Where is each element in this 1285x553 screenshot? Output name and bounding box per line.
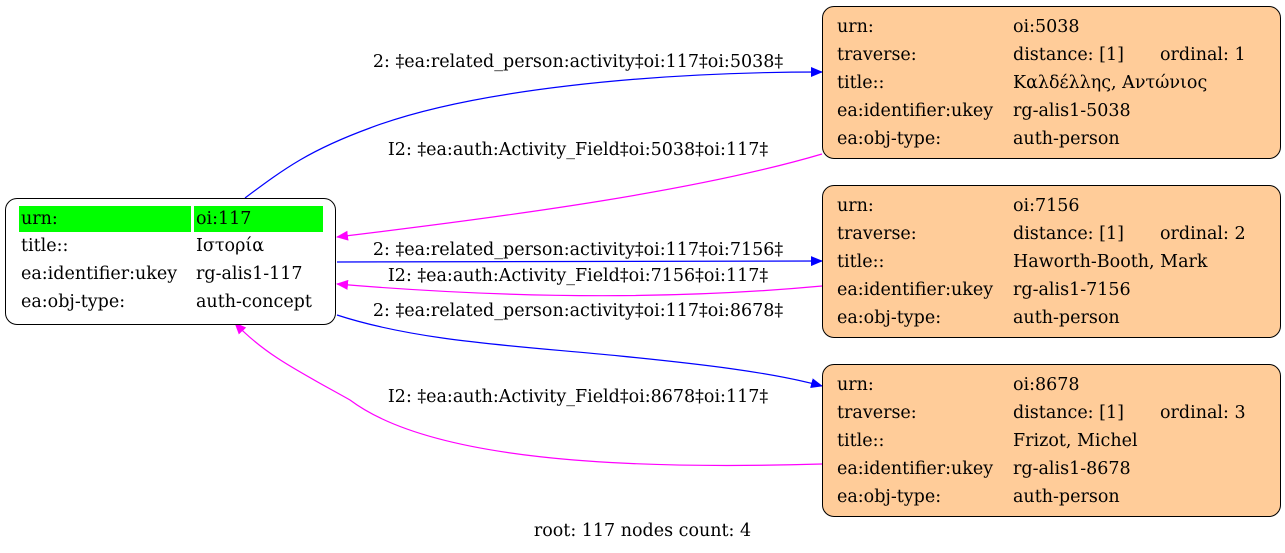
root-title-value: Ιστορία [196,236,265,256]
child-row-traverse: traverse: distance: [1] ordinal: 1 [823,42,1280,68]
child-distance: distance: [1] [1013,224,1124,244]
child-node-8678[interactable]: urn: oi:8678 traverse: distance: [1] ord… [822,364,1281,517]
root-ukey-value: rg-alis1-117 [196,264,303,284]
root-ukey-key: ea:identifier:ukey [21,264,178,284]
child-row-title: title:: Καλδέλλης, Αντώνιος [823,70,1280,96]
root-row-urn: urn: oi:117 [6,206,335,232]
child-title-value: Haworth-Booth, Mark [1013,252,1208,272]
child-row-traverse: traverse: distance: [1] ordinal: 3 [823,400,1280,426]
child-traverse-key: traverse: [837,403,917,423]
child-row-ukey: ea:identifier:ukey rg-alis1-8678 [823,456,1280,482]
edge-from-7156 [336,279,823,297]
child-urn-key: urn: [837,375,874,395]
child-urn-value: oi:5038 [1013,17,1080,37]
child-urn-value: oi:7156 [1013,196,1080,216]
child-traverse-key: traverse: [837,45,917,65]
child-ukey-value: rg-alis1-8678 [1013,459,1131,479]
child-row-type: ea:obj-type: auth-person [823,305,1280,331]
edge-to-7156 [336,256,823,267]
child-ukey-key: ea:identifier:ukey [837,459,994,479]
child-ordinal: ordinal: 2 [1160,224,1246,244]
child-row-ukey: ea:identifier:ukey rg-alis1-5038 [823,98,1280,124]
child-distance: distance: [1] [1013,403,1124,423]
child-type-key: ea:obj-type: [837,487,942,507]
edge-to-5038 [244,67,823,199]
child-row-type: ea:obj-type: auth-person [823,126,1280,152]
child-ordinal: ordinal: 3 [1160,403,1246,423]
edge-label-to-5038: 2: ‡ea:related_person:activity‡oi:117‡oi… [373,52,783,72]
child-ukey-value: rg-alis1-7156 [1013,280,1131,300]
child-ukey-key: ea:identifier:ukey [837,101,994,121]
edge-to-8678 [336,314,823,388]
edge-from-5038 [336,153,823,241]
root-row-title: title:: Ιστορία [6,233,335,259]
edge-label-from-5038: I2: ‡ea:auth:Activity_Field‡oi:5038‡oi:1… [388,140,768,160]
child-node-7156[interactable]: urn: oi:7156 traverse: distance: [1] ord… [822,185,1281,338]
edge-label-from-8678: I2: ‡ea:auth:Activity_Field‡oi:8678‡oi:1… [388,387,768,407]
root-row-type: ea:obj-type: auth-concept [6,289,335,315]
child-type-key: ea:obj-type: [837,308,942,328]
child-title-value: Frizot, Michel [1013,431,1138,451]
child-title-key: title:: [837,73,885,93]
child-row-ukey: ea:identifier:ukey rg-alis1-7156 [823,277,1280,303]
root-urn-value: oi:117 [194,206,323,232]
graph-footer: root: 117 nodes count: 4 [533,521,752,541]
child-title-value: Καλδέλλης, Αντώνιος [1013,73,1208,93]
child-row-type: ea:obj-type: auth-person [823,484,1280,510]
child-row-urn: urn: oi:7156 [823,193,1280,219]
root-node[interactable]: urn: oi:117 title:: Ιστορία ea:identifie… [5,198,336,325]
child-urn-key: urn: [837,196,874,216]
child-row-traverse: traverse: distance: [1] ordinal: 2 [823,221,1280,247]
child-type-key: ea:obj-type: [837,129,942,149]
root-row-ukey: ea:identifier:ukey rg-alis1-117 [6,261,335,287]
child-urn-key: urn: [837,17,874,37]
edge-label-to-8678: 2: ‡ea:related_person:activity‡oi:117‡oi… [373,301,783,321]
edge-label-to-7156: 2: ‡ea:related_person:activity‡oi:117‡oi… [373,240,783,260]
child-traverse-key: traverse: [837,224,917,244]
edge-from-8678 [234,322,823,467]
child-urn-value: oi:8678 [1013,375,1080,395]
child-type-value: auth-person [1013,308,1120,328]
root-title-key: title:: [21,236,69,256]
child-type-value: auth-person [1013,487,1120,507]
child-row-title: title:: Haworth-Booth, Mark [823,249,1280,275]
root-urn-key: urn: [19,206,191,232]
edge-label-from-7156: I2: ‡ea:auth:Activity_Field‡oi:7156‡oi:1… [388,266,768,286]
child-node-5038[interactable]: urn: oi:5038 traverse: distance: [1] ord… [822,6,1281,159]
child-title-key: title:: [837,252,885,272]
child-row-title: title:: Frizot, Michel [823,428,1280,454]
child-title-key: title:: [837,431,885,451]
child-ukey-key: ea:identifier:ukey [837,280,994,300]
root-type-key: ea:obj-type: [21,292,126,312]
root-type-value: auth-concept [196,292,312,312]
child-ordinal: ordinal: 1 [1160,45,1246,65]
child-row-urn: urn: oi:8678 [823,372,1280,398]
child-ukey-value: rg-alis1-5038 [1013,101,1131,121]
child-distance: distance: [1] [1013,45,1124,65]
child-row-urn: urn: oi:5038 [823,14,1280,40]
child-type-value: auth-person [1013,129,1120,149]
